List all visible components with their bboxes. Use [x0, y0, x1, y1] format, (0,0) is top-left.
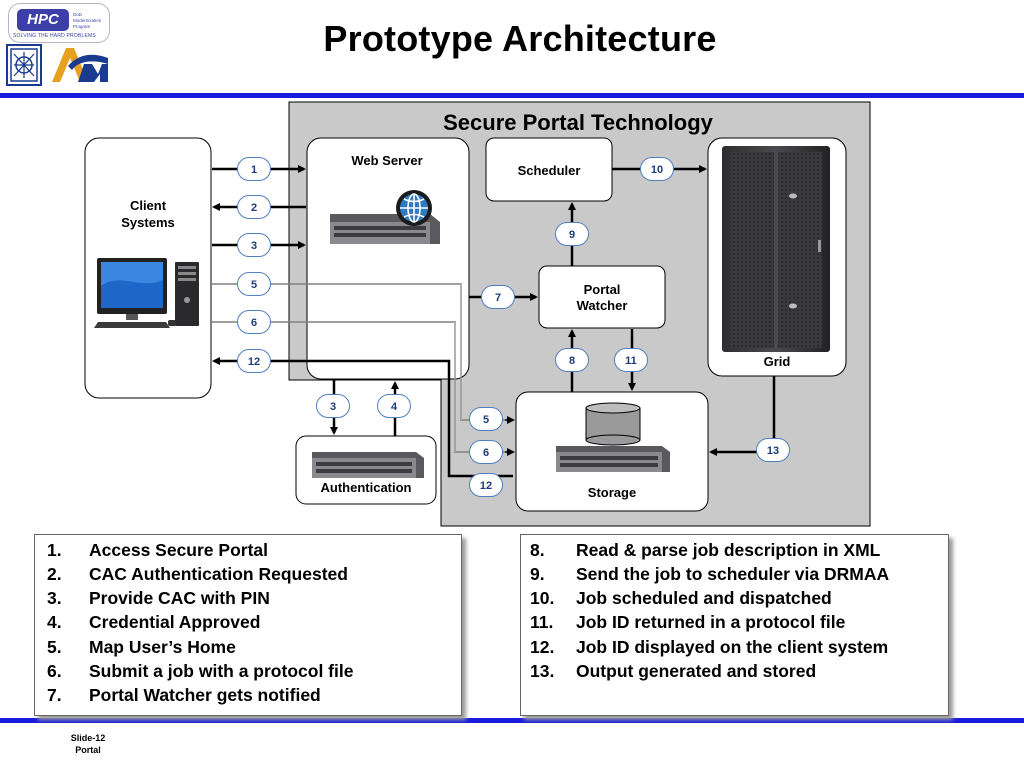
list-item-number: 5. — [47, 637, 62, 657]
client-systems-label: Client Systems — [121, 198, 175, 230]
step-badge-5: 5 — [237, 272, 271, 296]
hpc-logo-small-text: DoD Modernization Program — [73, 12, 102, 29]
step-badge-2: 2 — [237, 195, 271, 219]
panel-title: Secure Portal Technology — [443, 110, 713, 135]
list-item-text: Portal Watcher gets notified — [89, 685, 321, 705]
steps-list-left — [34, 534, 462, 716]
list-item: 5. Map User’s Home — [47, 637, 236, 658]
grid-rack-icon — [722, 146, 830, 352]
arl-logo — [48, 44, 112, 86]
web-server-box — [306, 137, 470, 380]
step-badge-6: 6 — [237, 310, 271, 334]
list-item-number: 13. — [530, 661, 555, 681]
step-badge-4-auth: 4 — [377, 394, 411, 418]
grid-label: Grid — [763, 354, 791, 369]
list-item: 13. Output generated and stored — [530, 661, 816, 682]
step-badge-12-storage: 12 — [469, 473, 503, 497]
web-server-label: Web Server — [351, 153, 423, 168]
step-badge-11: 11 — [614, 348, 648, 372]
list-item-text: Output generated and stored — [576, 661, 817, 681]
step-badge-9: 9 — [555, 222, 589, 246]
list-item: 3. Provide CAC with PIN — [47, 588, 270, 609]
hpc-logo: HPC DoD Modernization Program SOLVING TH… — [8, 3, 110, 43]
arl-logo-icon — [52, 48, 108, 82]
list-item-text: Access Secure Portal — [89, 540, 268, 560]
list-item-text: Submit a job with a protocol file — [89, 661, 354, 681]
hpc-logo-mark: HPC — [17, 9, 69, 31]
step-badge-8: 8 — [555, 348, 589, 372]
step-badge-5-storage: 5 — [469, 407, 503, 431]
page-title: Prototype Architecture — [323, 18, 717, 59]
list-item-number: 4. — [47, 612, 62, 632]
list-item-number: 7. — [47, 685, 62, 705]
list-item-number: 10. — [530, 588, 555, 608]
list-item: 8. Read & parse job description in XML — [530, 540, 880, 561]
list-item-text: Map User’s Home — [89, 637, 236, 657]
list-item-text: Job ID returned in a protocol file — [576, 612, 846, 632]
step-badge-13: 13 — [756, 438, 790, 462]
list-item-text: Credential Approved — [89, 612, 261, 632]
steps-list-right — [520, 534, 949, 716]
list-item: 6. Submit a job with a protocol file — [47, 661, 353, 682]
top-rule — [0, 93, 1024, 98]
list-item-text: Read & parse job description in XML — [576, 540, 881, 560]
web-server-icon — [330, 190, 440, 244]
list-item: 9. Send the job to scheduler via DRMAA — [530, 564, 889, 585]
step-badge-1: 1 — [237, 157, 271, 181]
storage-label: Storage — [587, 485, 637, 500]
list-item-number: 8. — [530, 540, 545, 560]
step-badge-7: 7 — [481, 285, 515, 309]
list-item: 11. Job ID returned in a protocol file — [530, 612, 845, 633]
list-item-number: 9. — [530, 564, 545, 584]
list-item-number: 2. — [47, 564, 62, 584]
list-item: 1. Access Secure Portal — [47, 540, 268, 561]
list-item-text: Send the job to scheduler via DRMAA — [576, 564, 890, 584]
list-item-number: 12. — [530, 637, 555, 657]
list-item: 4. Credential Approved — [47, 612, 260, 633]
portal-watcher-label: Portal Watcher — [576, 282, 628, 313]
list-item: 2. CAC Authentication Requested — [47, 564, 348, 585]
scheduler-label: Scheduler — [517, 163, 581, 178]
list-item: 10. Job scheduled and dispatched — [530, 588, 832, 609]
slide-section: Portal — [75, 745, 101, 755]
step-badge-3-auth: 3 — [316, 394, 350, 418]
list-item-text: CAC Authentication Requested — [89, 564, 348, 584]
list-item-number: 11. — [530, 612, 554, 632]
list-item-text: Job ID displayed on the client system — [576, 637, 889, 657]
bottom-rule — [0, 718, 1024, 723]
list-item-number: 3. — [47, 588, 62, 608]
list-item-number: 1. — [47, 540, 62, 560]
client-computer-icon — [94, 258, 199, 328]
step-badge-6-storage: 6 — [469, 440, 503, 464]
list-item: 7. Portal Watcher gets notified — [47, 685, 321, 706]
authentication-label: Authentication — [320, 480, 412, 495]
arl-seal-icon — [6, 44, 42, 86]
slide-number: Slide-12 — [70, 733, 106, 743]
slide-number-label: Slide-12 Portal — [60, 732, 116, 756]
step-badge-12: 12 — [237, 349, 271, 373]
step-badge-10: 10 — [640, 157, 674, 181]
hpc-logo-tagline: SOLVING THE HARD PROBLEMS — [13, 33, 96, 39]
step-badge-3: 3 — [237, 233, 271, 257]
list-item-number: 6. — [47, 661, 62, 681]
list-item: 12. Job ID displayed on the client system — [530, 637, 888, 658]
storage-server-icon — [556, 402, 670, 472]
list-item-text: Job scheduled and dispatched — [576, 588, 832, 608]
authentication-server-icon — [312, 452, 424, 478]
portal-watcher-box — [538, 265, 666, 329]
list-item-text: Provide CAC with PIN — [89, 588, 270, 608]
